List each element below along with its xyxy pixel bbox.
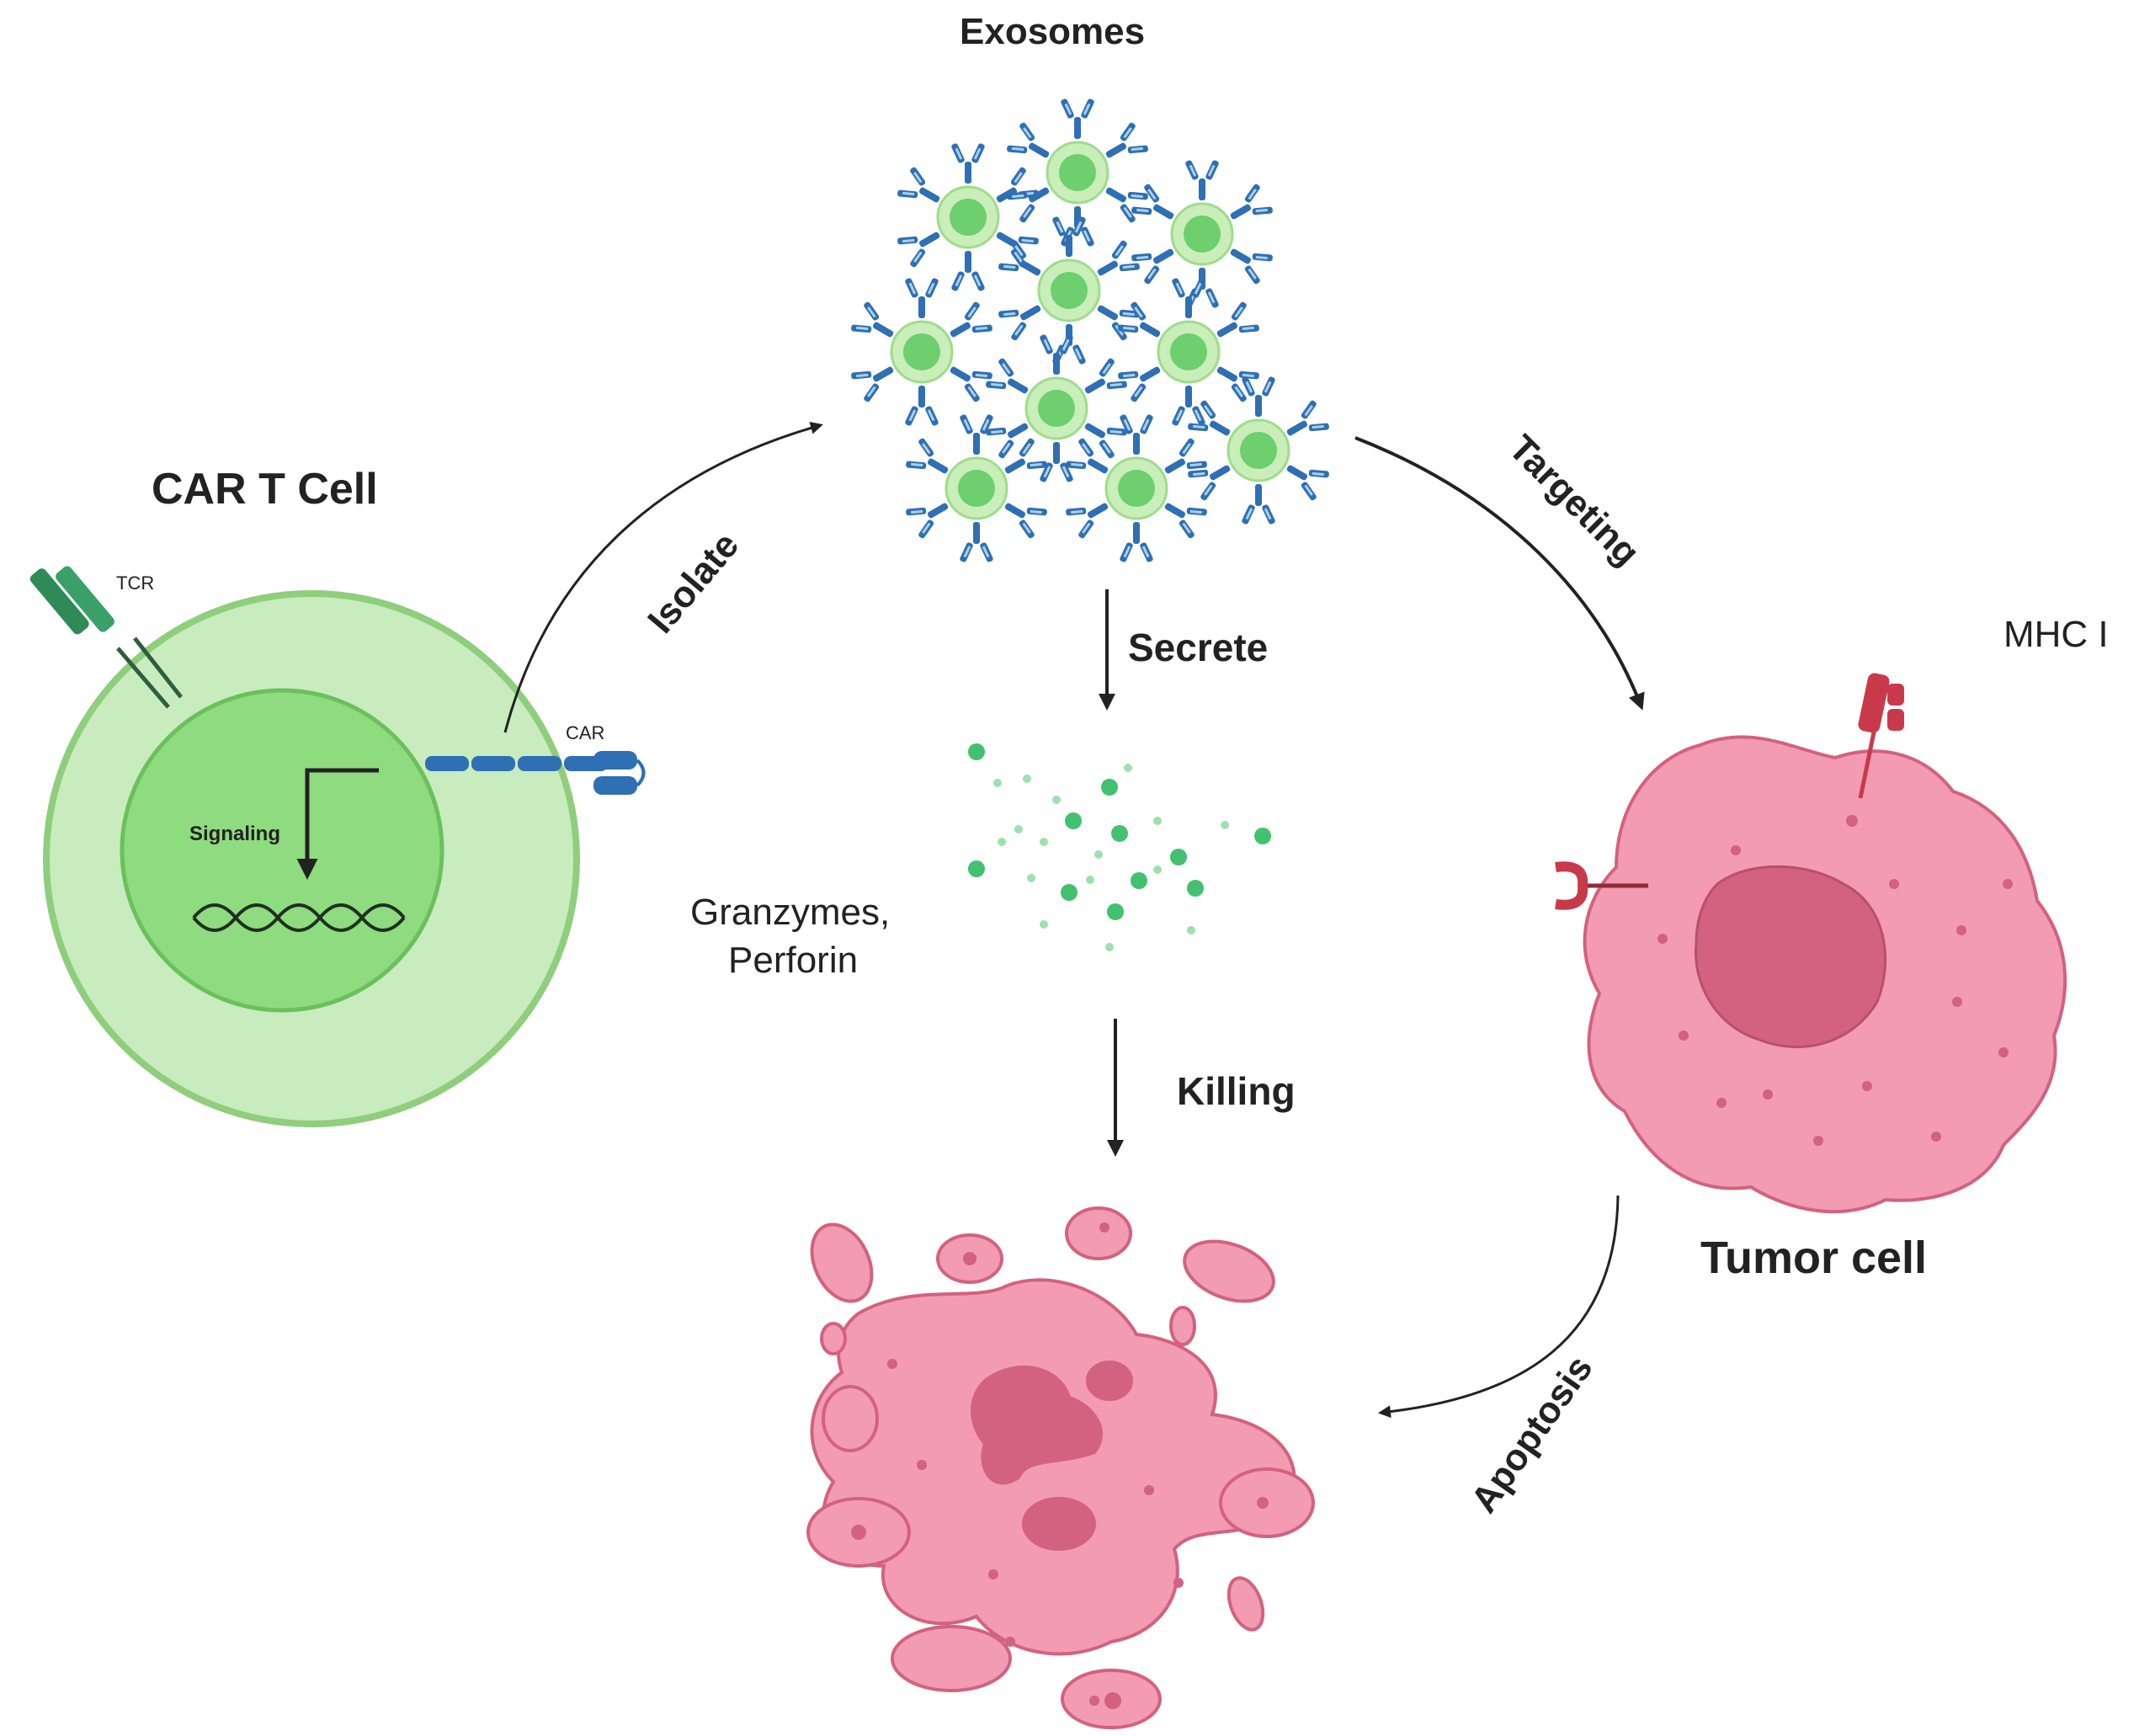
exosome <box>849 277 995 426</box>
mhc-receptor-icon <box>1858 673 1904 799</box>
signaling-arrow <box>296 768 379 880</box>
car-receptor-icon <box>425 751 646 795</box>
targeting-label: Targeting <box>1501 427 1647 573</box>
tcr-label: TCR <box>116 572 154 594</box>
isolate-label: Isolate <box>640 525 747 641</box>
apoptosis-label: Apoptosis <box>1463 1348 1601 1520</box>
killing-label: Killing <box>1177 1069 1296 1113</box>
signaling-label: Signaling <box>189 823 280 845</box>
apoptosis-arrow <box>1378 1195 1620 1419</box>
car-t-cell-title: CAR T Cell <box>152 465 378 514</box>
dna-icon <box>192 903 406 932</box>
mhc-label: MHC I <box>2003 614 2109 655</box>
car-label: CAR <box>566 722 604 743</box>
tumor-cell-title: Tumor cell <box>1700 1233 1927 1283</box>
tcr-receptor-icon <box>29 566 183 709</box>
exosome <box>895 142 1041 291</box>
isolate-arrow <box>503 422 823 733</box>
exosome-cluster <box>849 98 1332 562</box>
antigen-receptor-icon <box>1555 861 1648 910</box>
exosome <box>983 333 1130 482</box>
targeting-arrow <box>1354 436 1645 711</box>
perforin-label: Perforin <box>728 940 858 981</box>
exosome <box>1115 277 1262 426</box>
car-t-cell: Signaling TCR CAR <box>29 566 646 1127</box>
exosome <box>1063 413 1210 562</box>
apoptotic-fragments <box>851 1222 1269 1709</box>
granzyme-particles <box>968 743 1271 951</box>
exosome <box>1185 375 1332 525</box>
apoptotic-cell <box>806 1206 1315 1729</box>
tumor-cell <box>1555 673 2067 1214</box>
secrete-label: Secrete <box>1128 626 1268 669</box>
granzymes-label: Granzymes, <box>690 892 890 933</box>
exosome <box>903 413 1050 562</box>
exosomes-title: Exosomes <box>960 11 1145 52</box>
